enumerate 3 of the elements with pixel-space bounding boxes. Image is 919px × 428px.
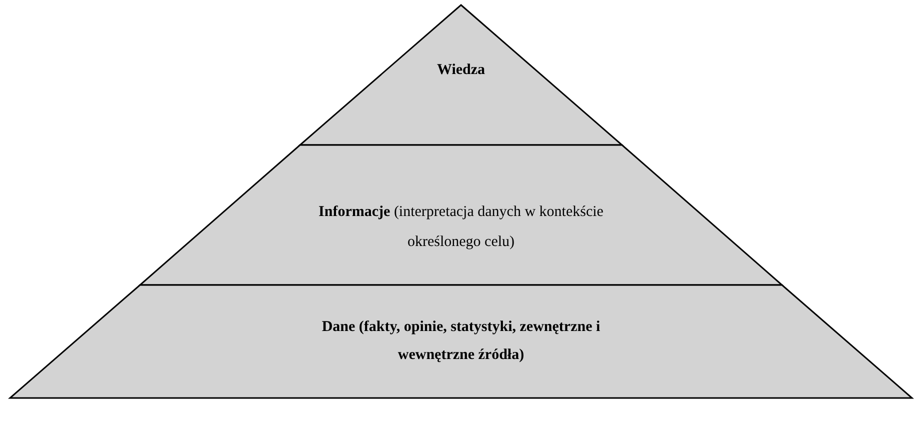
tier-label: Wiedza xyxy=(436,61,486,80)
tier-label: Informacje (interpretacja danych w kontekście określonego celu) xyxy=(318,203,604,252)
tier-label: Dane (fakty, opinie, statystyki, zewnętrzne i wewnętrzne źródła) xyxy=(320,318,602,365)
